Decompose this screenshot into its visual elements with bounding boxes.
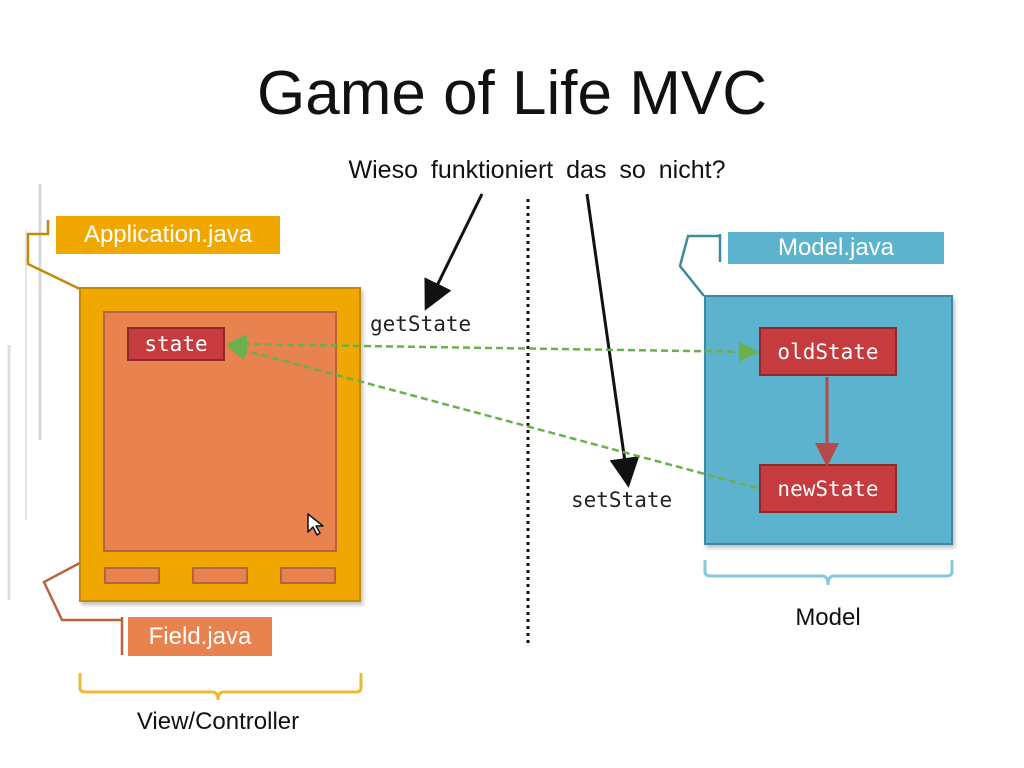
question-arrow-set — [585, 193, 640, 488]
question-text: Wieso funktioniert das so nicht? — [348, 156, 726, 184]
get-state-label: getState — [370, 312, 472, 336]
newstate-to-state-connector — [227, 341, 758, 490]
model-java-label: Model.java — [728, 232, 944, 264]
application-java-label: Application.java — [56, 216, 280, 254]
mouse-cursor-icon — [307, 513, 324, 536]
model-group-label: Model — [795, 604, 861, 631]
question-arrow-get — [424, 193, 484, 311]
slide-title: Game of Life MVC — [257, 59, 767, 128]
state-to-oldstate-connector — [227, 334, 759, 362]
left-edge-lines — [7, 184, 42, 600]
state-box: state — [127, 327, 225, 361]
control-button-1 — [104, 567, 160, 584]
control-button-2 — [192, 567, 248, 584]
set-state-label: setState — [571, 488, 673, 512]
divider-dotted — [526, 199, 530, 647]
field-java-label: Field.java — [128, 617, 272, 656]
old-state-box: oldState — [759, 327, 897, 376]
control-button-3 — [280, 567, 336, 584]
view-controller-label: View/Controller — [136, 708, 300, 735]
